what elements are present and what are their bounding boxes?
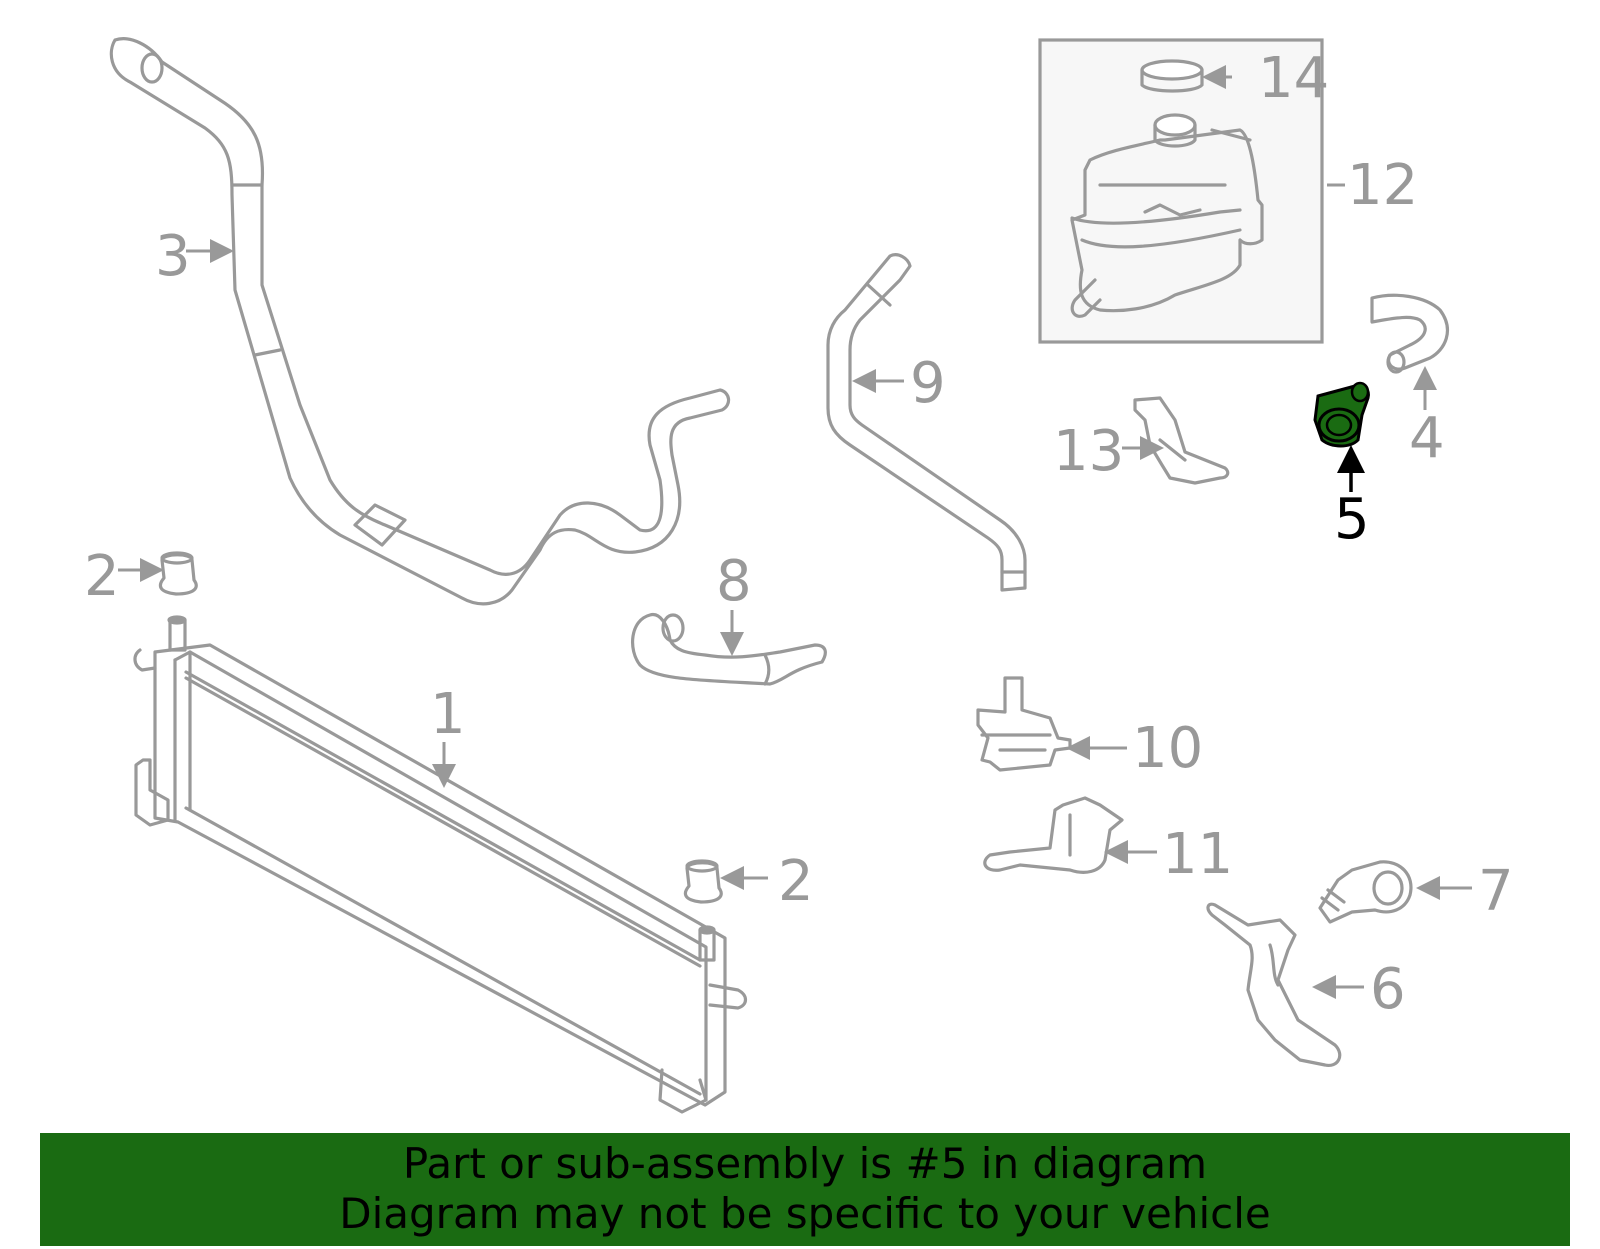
callout-12: 12 (1347, 153, 1418, 218)
callout-10: 10 (1132, 716, 1203, 781)
part-8-hose (631, 613, 827, 686)
callout-6: 6 (1370, 957, 1406, 1022)
callout-1: 1 (430, 682, 466, 747)
part-4-hose (1370, 293, 1450, 374)
callout-2-top: 2 (84, 544, 120, 609)
callout-2-bottom: 2 (778, 849, 814, 914)
callout-8: 8 (716, 549, 752, 614)
leader-lines (118, 65, 1472, 999)
banner-line-1: Part or sub-assembly is #5 in diagram (402, 1139, 1208, 1188)
callouts: 3 2 2 1 8 9 14 12 4 13 5 10 11 7 6 (84, 46, 1514, 1022)
part-10-bracket (976, 676, 1072, 772)
info-banner: Part or sub-assembly is #5 in diagram Di… (40, 1133, 1570, 1246)
part-2-grommet-bottom (683, 859, 723, 904)
part-5-highlighted (1313, 381, 1370, 448)
callout-3: 3 (155, 224, 191, 289)
part-11-bracket (983, 796, 1124, 874)
callout-5: 5 (1334, 487, 1370, 552)
part-1-radiator (133, 615, 748, 1114)
callout-11: 11 (1162, 822, 1233, 887)
part-3-upper-hose (109, 37, 731, 606)
callout-9: 9 (910, 351, 946, 416)
callout-13: 13 (1053, 419, 1124, 484)
part-13-bracket (1133, 396, 1230, 485)
banner-line-2: Diagram may not be specific to your vehi… (339, 1189, 1271, 1238)
callout-4: 4 (1409, 406, 1445, 471)
part-2-grommet-top (158, 551, 198, 596)
callout-7: 7 (1478, 859, 1514, 924)
part-9-hose (826, 253, 1027, 592)
part-7-fitting (1318, 860, 1413, 924)
callout-14: 14 (1258, 46, 1329, 111)
part-6-pipe (1206, 902, 1342, 1068)
